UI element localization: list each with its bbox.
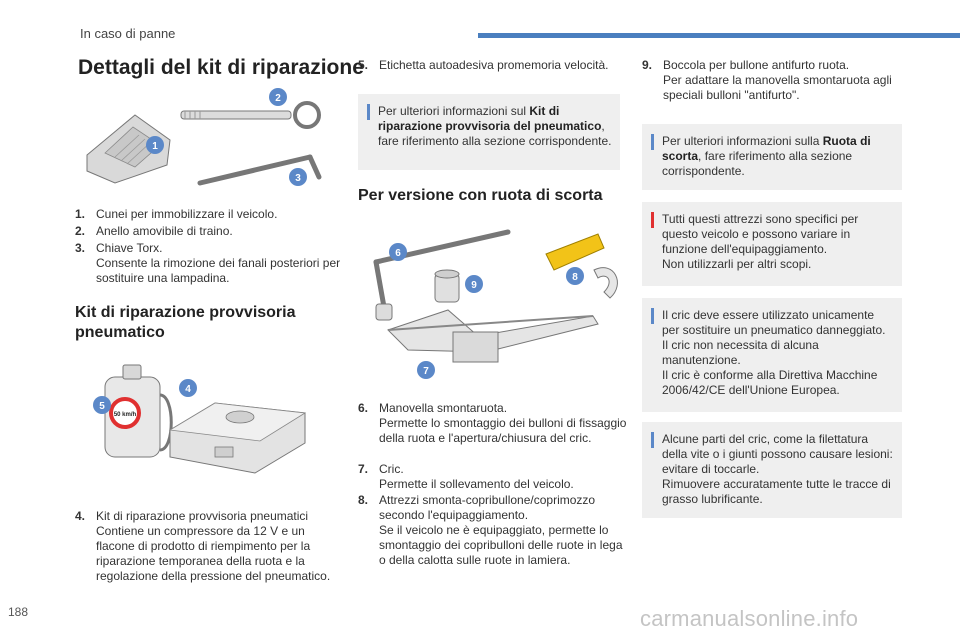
info-icon: [651, 308, 654, 324]
page-title: Dettagli del kit di riparazione: [78, 56, 364, 79]
svg-text:2: 2: [275, 93, 281, 104]
list-item-4: 4. Kit di riparazione provvisoria pneuma…: [75, 509, 331, 583]
badge-8: 8: [566, 267, 584, 285]
info-note-jack-safety: Alcune parti del cric, come la filettatu…: [642, 422, 902, 518]
warning-note-tools: Tutti questi attrezzi sono specifici per…: [642, 202, 902, 286]
wheel-chock-illustration: [86, 114, 171, 184]
list-item-1: 1. Cunei per immobilizzare il veicolo.: [75, 207, 278, 221]
svg-text:1: 1: [152, 141, 158, 152]
list-item-3: 3. Chiave Torx. Consente la rimozione de…: [75, 241, 341, 285]
info-note-repair-kit: Per ulteriori informazioni sul Kit di ri…: [358, 94, 620, 170]
figure-repair-kit: 50 km/h 4 5: [93, 364, 307, 474]
list-item-2: 2. Anello amovibile di traino.: [75, 224, 233, 238]
list-item-7: 7. Cric. Permette il sollevamento del ve…: [358, 462, 574, 491]
list-item-9: 9. Boccola per bullone antifurto ruota. …: [642, 58, 892, 102]
figure-tools-1-3: 2 1 3: [86, 88, 322, 186]
sealant-bottle-illustration: 50 km/h: [104, 364, 173, 458]
info-icon: [367, 104, 370, 120]
badge-1: 1: [146, 136, 164, 154]
badge-4: 4: [179, 379, 197, 397]
watermark: carmanualsonline.info: [640, 606, 859, 631]
towing-eye-illustration: [180, 101, 321, 129]
header-accent-bar: [478, 33, 960, 38]
svg-text:6: 6: [395, 248, 401, 259]
badge-2: 2: [269, 88, 287, 106]
torx-key-illustration: [197, 154, 322, 186]
badge-3: 3: [289, 168, 307, 186]
badge-5: 5: [93, 396, 111, 414]
jack-illustration: [387, 309, 599, 363]
badge-6: 6: [389, 243, 407, 261]
info-icon: [651, 134, 654, 150]
speed-sticker-label: 50 km/h: [114, 412, 137, 418]
badge-9: 9: [465, 275, 483, 293]
badge-7: 7: [417, 361, 435, 379]
antitheft-socket-illustration: [434, 269, 460, 303]
section-title-spare-wheel: Per versione con ruota di scorta: [358, 187, 603, 204]
compressor-illustration: [168, 402, 307, 474]
figure-jack-tools: 6 9 8 7: [373, 229, 618, 379]
list-item-8: 8. Attrezzi smonta-copribullone/coprimoz…: [358, 493, 623, 567]
svg-text:3: 3: [295, 173, 301, 184]
svg-text:7: 7: [423, 366, 429, 377]
warning-icon: [651, 212, 654, 228]
info-note-spare-wheel: Per ulteriori informazioni sulla Ruota d…: [642, 124, 902, 190]
svg-text:5: 5: [99, 401, 105, 412]
list-item-6: 6. Manovella smontaruota. Permette lo sm…: [358, 401, 627, 445]
section-header: In caso di panne: [80, 26, 176, 41]
page-number: 188: [8, 605, 29, 619]
info-icon: [651, 432, 654, 448]
hubcap-tool-illustration: [545, 233, 618, 299]
svg-text:4: 4: [185, 384, 191, 395]
section-title-repair-kit: Kit di riparazione provvisoria pneumatic…: [75, 304, 296, 341]
info-note-jack: Il cric deve essere utilizzato unicament…: [642, 298, 902, 412]
svg-text:9: 9: [471, 280, 477, 291]
list-item-5: 5. Etichetta autoadesiva promemoria velo…: [358, 58, 609, 72]
svg-text:8: 8: [572, 272, 578, 283]
